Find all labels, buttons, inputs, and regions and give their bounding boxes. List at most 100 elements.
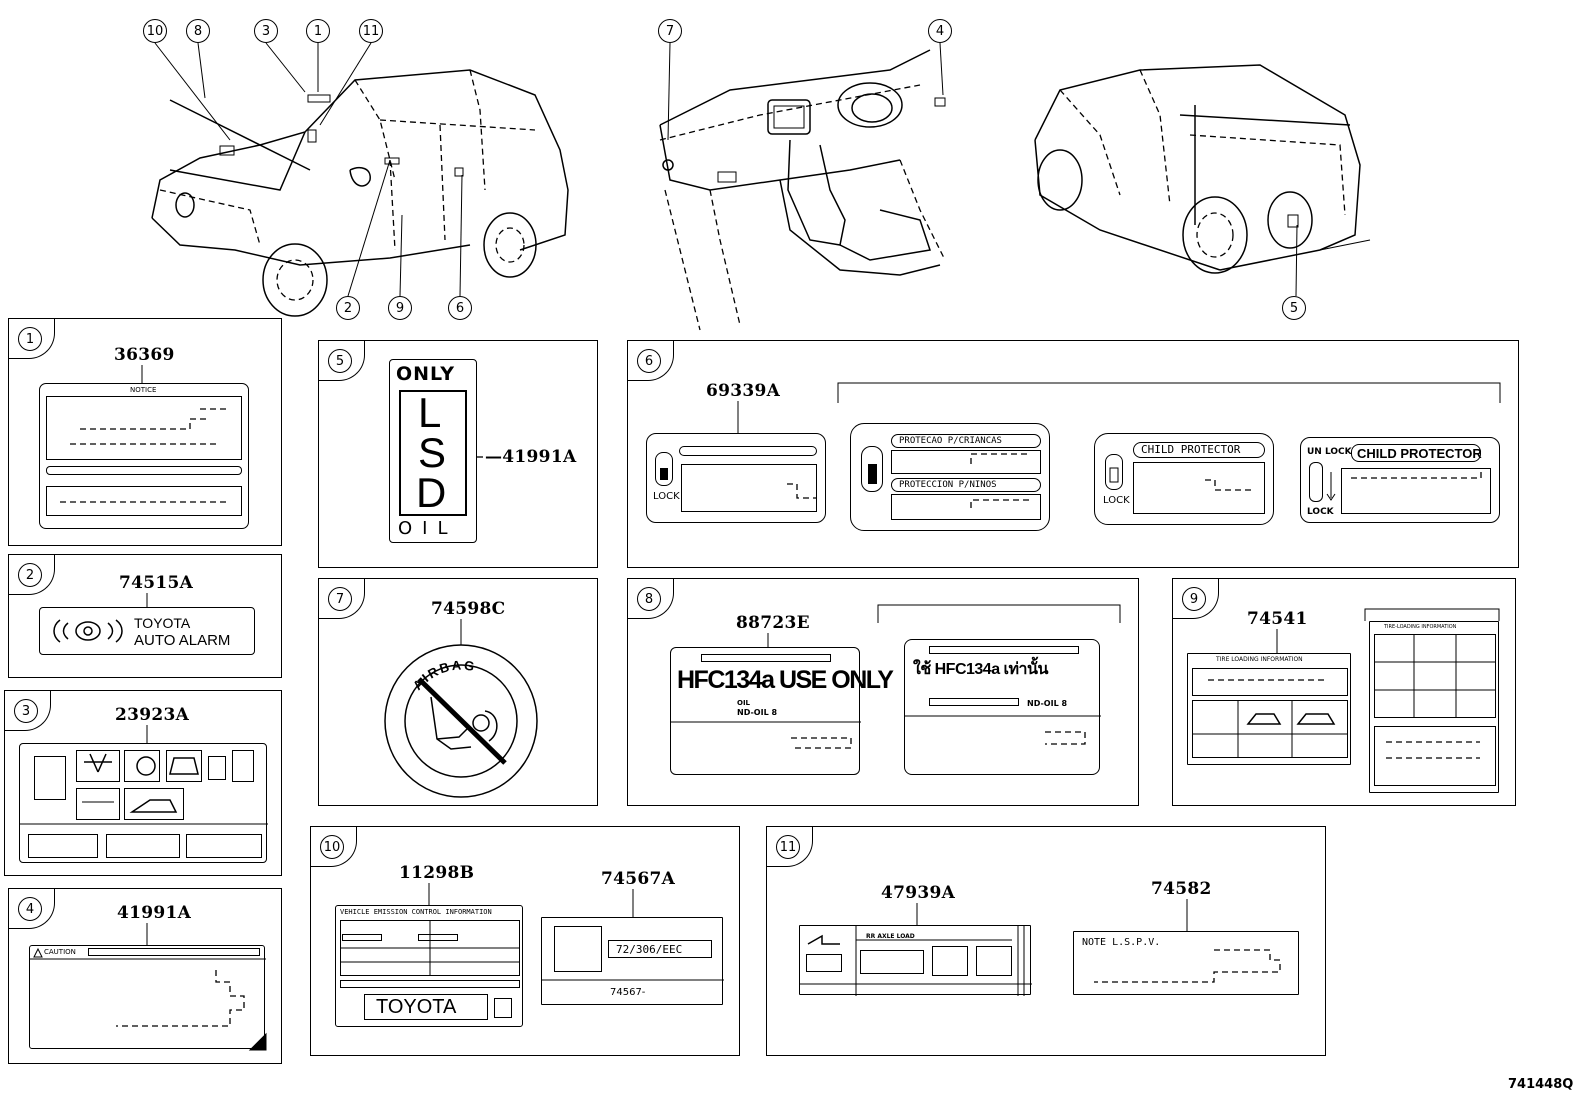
note-text: NOTE L.S.P.V.: [1082, 937, 1161, 948]
callout-6: 6: [448, 296, 472, 320]
truck-rear-view: [1034, 64, 1371, 274]
part-number-1: 47939A: [881, 883, 956, 903]
child-protector-label-d: UN LOCK CHILD PROTECTOR LOCK: [1300, 437, 1500, 523]
label-header: TIRE LOADING INFORMATION: [1216, 656, 1303, 663]
callout-11: 11: [359, 19, 383, 43]
airbag-warning-sticker: AIRBAG: [384, 619, 538, 798]
panel-number: 10: [320, 835, 344, 859]
child-lock-label-a: LOCK: [646, 433, 826, 523]
panel-5: 5 ONLY L S D OIL —41991A: [318, 340, 598, 568]
child-protector-label-c: CHILD PROTECTOR LOCK: [1094, 433, 1274, 525]
callout-7: 7: [658, 19, 682, 43]
panel-10: 10 11298B 74567A VEHICLE EMISSION CONTRO…: [310, 826, 740, 1056]
eec-label: 72/306/EEC 74567-: [541, 917, 724, 1005]
eec-text: 72/306/EEC: [616, 943, 683, 956]
callout-4: 4: [928, 19, 952, 43]
axle-load-label: RR AXLE LOAD: [799, 925, 1032, 996]
label-bottom-text: OIL: [398, 518, 458, 539]
panel-8: 8 88723E HFC134a USE ONLY OIL ND-OIL 8 ใ…: [627, 578, 1139, 806]
panel-number: 4: [18, 897, 42, 921]
part-number: 23923A: [115, 705, 190, 725]
label-header: CAUTION: [44, 948, 76, 956]
child-protector-text-bold: CHILD PROTECTOR: [1357, 446, 1482, 461]
nd-oil-text: ND-OIL 8: [1027, 699, 1068, 708]
callout-10: 10: [143, 19, 167, 43]
lspv-note-label: NOTE L.S.P.V.: [1073, 931, 1299, 995]
lock-text: LOCK: [653, 491, 680, 502]
label-line-2: AUTO ALARM: [134, 632, 231, 649]
panel-number: 5: [328, 349, 352, 373]
part-number-2: 74582: [1151, 879, 1212, 899]
callout-1: 1: [306, 19, 330, 43]
unlock-text: UN LOCK: [1307, 447, 1352, 457]
emission-control-label: VEHICLE EMISSION CONTROL INFORMATION TOY…: [335, 905, 523, 1027]
panel-7: 7 74598C AIRBAG: [318, 578, 598, 806]
code-text: 74567-: [610, 987, 646, 998]
callout-8: 8: [186, 19, 210, 43]
nd-oil-text: ND-OIL 8: [737, 708, 778, 717]
part-number-2: 74567A: [601, 869, 676, 889]
lsd-oil-label: ONLY L S D OIL: [389, 359, 477, 543]
label-header: TIRE-LOADING INFORMATION: [1384, 624, 1457, 630]
label-header: NOTICE: [130, 386, 157, 394]
axle-text: RR AXLE LOAD: [866, 933, 915, 940]
part-number-1: 11298B: [399, 863, 475, 883]
label-line-1: TOYOTA: [134, 615, 191, 631]
panel-3: 3 23923A: [4, 690, 282, 876]
letter-l: L: [418, 389, 442, 436]
child-protector-text: CHILD PROTECTOR: [1141, 443, 1241, 456]
panel-number: 6: [637, 349, 661, 373]
panel-number: 7: [328, 587, 352, 611]
svg-text:AIRBAG: AIRBAG: [410, 657, 478, 692]
panel-number: 9: [1182, 587, 1206, 611]
callout-5: 5: [1282, 296, 1306, 320]
icon-grid-label: [19, 743, 268, 863]
interior-dashboard-view: [659, 49, 946, 331]
panel-number: 2: [18, 563, 42, 587]
alarm-icon: [53, 619, 123, 643]
part-number: 74541: [1247, 609, 1308, 629]
part-number: 41991A: [117, 903, 192, 923]
diagram-code: 741448Q: [1508, 1077, 1574, 1092]
part-number: 74515A: [119, 573, 194, 593]
label-big-text: HFC134a USE ONLY: [677, 666, 894, 694]
caution-label: CAUTION: [29, 945, 267, 1051]
panel-number: 1: [18, 327, 42, 351]
panel-2: 2 74515A TOYOTA AUTO ALARM: [8, 554, 282, 678]
child-lock-label-b: PROTECAO P/CRIANCAS PROTECCION P/NINOS: [850, 423, 1050, 531]
ring-text: AIRBAG: [410, 657, 476, 692]
part-number: 74598C: [431, 599, 506, 619]
panel-9: 9 74541 TIRE LOADING INFORMATION TIRE-LO…: [1172, 578, 1516, 806]
callout-9: 9: [388, 296, 412, 320]
hfc134a-label-thai: ใช้ HFC134a เท่านั้น ND-OIL 8: [904, 639, 1101, 775]
panel-1: 1 36369 NOTICE: [8, 318, 282, 546]
panel-number: 11: [776, 835, 800, 859]
letter-d: D: [416, 469, 447, 516]
lock-text: LOCK: [1103, 495, 1130, 506]
letter-s: S: [418, 429, 447, 476]
panel-number: 3: [14, 699, 38, 723]
part-number: 69339A: [706, 381, 781, 401]
oil-text: OIL: [737, 699, 751, 707]
truck-front-view: [151, 69, 569, 317]
thai-big-text: ใช้ HFC134a เท่านั้น: [913, 661, 1048, 678]
hfc134a-label: HFC134a USE ONLY OIL ND-OIL 8: [670, 647, 894, 775]
part-number: —41991A: [485, 447, 577, 467]
panel-4: 4 41991A CAUTION: [8, 888, 282, 1064]
panel-number: 8: [637, 587, 661, 611]
callout-3: 3: [254, 19, 278, 43]
panel-6: 6 69339A LOCK PROTECAO P/CRIANCAS PROTEC…: [627, 340, 1519, 568]
part-number: 88723E: [736, 613, 810, 633]
brand-text: TOYOTA: [376, 996, 457, 1018]
panel-11: 11 47939A 74582 RR AXLE LOAD NOTE L.S.P.…: [766, 826, 1326, 1056]
label-text-es: PROTECCION P/NINOS: [899, 480, 997, 490]
label-text-pt: PROTECAO P/CRIANCAS: [899, 436, 1002, 446]
label-top-text: ONLY: [396, 363, 455, 385]
label-header: VEHICLE EMISSION CONTROL INFORMATION: [340, 908, 492, 916]
tire-loading-label-a: TIRE LOADING INFORMATION: [1187, 653, 1351, 765]
callout-2: 2: [336, 296, 360, 320]
auto-alarm-label: TOYOTA AUTO ALARM: [39, 607, 255, 655]
notice-label: NOTICE: [39, 383, 249, 529]
